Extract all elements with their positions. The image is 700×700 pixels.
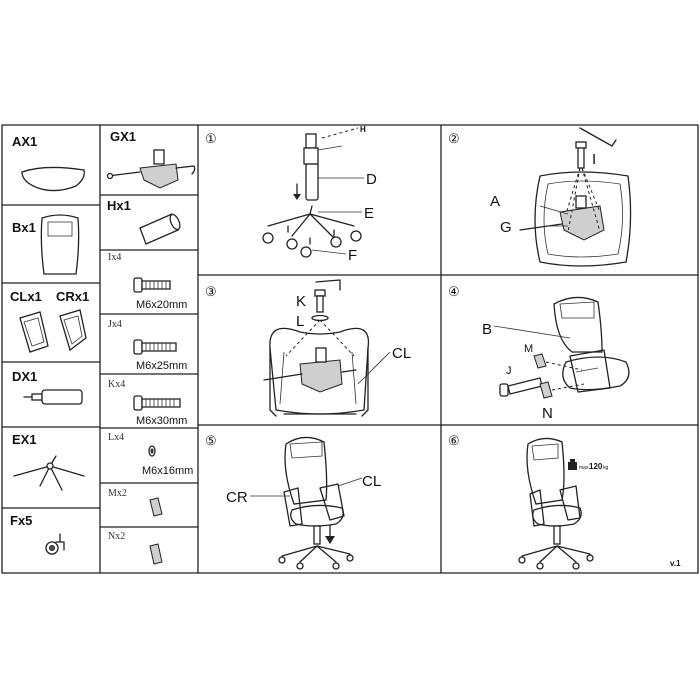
step-1-callout-h: H [360, 125, 366, 134]
part-h-label: Hx1 [107, 198, 131, 213]
step-1-callout-e: E [364, 205, 374, 222]
washer-icon [148, 445, 156, 457]
spacer-n-icon [149, 543, 163, 565]
spacer-m-icon [149, 497, 163, 517]
part-l-size: M6x16mm [142, 465, 193, 477]
screw-i-icon [133, 277, 171, 293]
armrest-right-icon [59, 309, 87, 352]
part-m-cell: Mx2 [108, 488, 163, 517]
part-c-cell: CLx1 CRx1 [10, 289, 89, 353]
star-base-icon [13, 455, 85, 491]
part-l-label: Lx4 [108, 432, 124, 443]
part-f-cell: Fx5 [10, 513, 65, 555]
part-k-label: Kx4 [108, 379, 125, 390]
step-6-illustration [518, 437, 594, 570]
part-j-label: Jx4 [108, 319, 122, 330]
step-2-panel: ② I A G [448, 127, 632, 267]
part-c-label-left: CLx1 [10, 289, 42, 304]
step-4-callout-b: B [482, 321, 492, 338]
part-h-cell: Hx1 [107, 198, 181, 245]
part-b-label: Bx1 [12, 220, 36, 235]
part-e-cell: EX1 [12, 432, 85, 491]
screw-j-icon [133, 339, 177, 355]
step-1-callout-f: F [348, 247, 357, 264]
step-4-number: ④ [448, 284, 460, 299]
step-5-number: ⑤ [205, 433, 217, 448]
step-4-illustration [493, 296, 630, 399]
part-i-label: Ix4 [108, 252, 121, 263]
part-j-cell: Jx4 M6x25mm [108, 319, 187, 372]
part-c-label-right: CRx1 [56, 289, 89, 304]
part-f-label: Fx5 [10, 513, 32, 528]
part-k-size: M6x30mm [136, 415, 187, 427]
step-6-panel: ⑥ max. 120 kg v.1 [448, 433, 681, 570]
step-1-panel: ① H D E F [205, 125, 377, 264]
step-4-callout-j: J [506, 365, 512, 377]
step-3-illustration [263, 279, 391, 417]
step-5-illustration [250, 436, 363, 570]
caster-icon [45, 533, 65, 555]
step-2-number: ② [448, 131, 460, 146]
step-3-panel: ③ K L CL [205, 279, 411, 417]
step-2-callout-g: G [500, 219, 512, 236]
seat-icon [21, 166, 85, 192]
part-k-cell: Kx4 M6x30mm [108, 379, 187, 427]
part-g-cell: GX1 [106, 129, 196, 189]
frame [1, 124, 699, 574]
step-4-panel: ④ B M J N [448, 284, 630, 422]
step-1-number: ① [205, 131, 217, 146]
step-3-callout-cl: CL [392, 345, 411, 362]
cover-tube-icon [139, 213, 181, 245]
part-a-label: AX1 [12, 134, 37, 149]
step-3-callout-k: K [296, 293, 306, 310]
step-3-callout-l: L [296, 313, 304, 330]
step-3-number: ③ [205, 284, 217, 299]
screw-k-icon [133, 395, 181, 411]
part-n-cell: Nx2 [108, 531, 163, 565]
step-6-weight-value: 120 [589, 462, 603, 471]
part-e-label: EX1 [12, 432, 37, 447]
step-4-callout-m: M [524, 343, 533, 355]
part-n-label: Nx2 [108, 531, 125, 542]
step-2-illustration [519, 127, 632, 267]
part-d-cell: DX1 [12, 369, 83, 405]
part-m-label: Mx2 [108, 488, 127, 499]
step-6-number: ⑥ [448, 433, 460, 448]
part-b-cell: Bx1 [12, 214, 80, 275]
step-2-callout-a: A [490, 193, 500, 210]
step-5-panel: ⑤ CR CL [205, 433, 381, 570]
backrest-icon [40, 214, 80, 275]
step-5-callout-cr: CR [226, 489, 248, 506]
part-i-size: M6x20mm [136, 299, 187, 311]
part-d-label: DX1 [12, 369, 37, 384]
step-5-callout-cl: CL [362, 473, 381, 490]
armrest-left-icon [19, 311, 49, 353]
step-4-callout-n: N [542, 405, 553, 422]
version-label: v.1 [670, 559, 681, 568]
part-a-cell: AX1 [12, 134, 85, 192]
gas-lift-icon [23, 389, 83, 405]
step-6-weight-unit: kg [603, 465, 609, 471]
part-l-cell: Lx4 M6x16mm [108, 432, 193, 477]
step-2-callout-i: I [592, 151, 596, 168]
step-1-illustration [262, 127, 364, 258]
part-i-cell: Ix4 M6x20mm [108, 252, 187, 311]
mechanism-icon [106, 149, 196, 189]
part-j-size: M6x25mm [136, 360, 187, 372]
part-g-label: GX1 [110, 129, 136, 144]
step-1-callout-d: D [366, 171, 377, 188]
step-6-weight-prefix: max. [579, 465, 590, 471]
weight-icon [568, 459, 577, 470]
